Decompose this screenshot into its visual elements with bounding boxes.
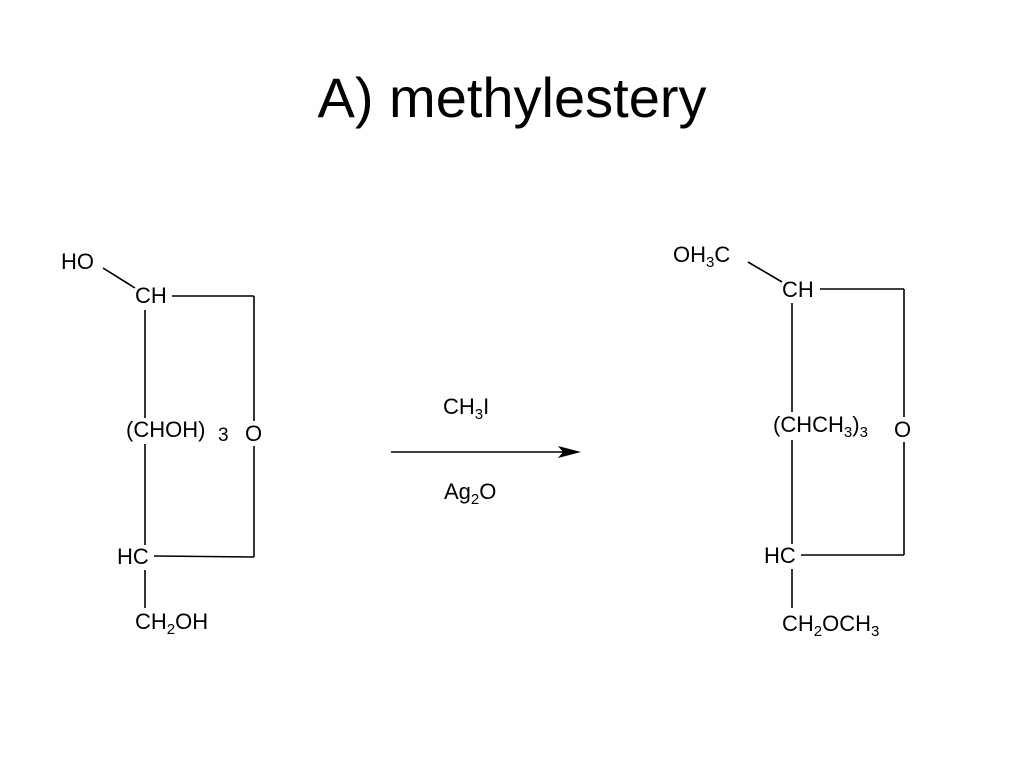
product-och3-label: OH3C [673,242,731,271]
product-ch2och3-label: CH2OCH3 [782,611,880,640]
reactant-hc-bottom-label: HC [117,544,149,569]
reactant-multiplier-label: 3 [218,425,229,446]
reagent-ch3i-label: CH3I [443,394,490,423]
reaction-arrow-head [558,446,581,458]
product-middle-group-label: (CHCH3)3 [773,412,868,441]
reactant-ho-label: HO [61,249,94,274]
product-hc-bottom-label: HC [764,543,796,568]
reactant-ring-oxygen-label: O [245,421,263,446]
reactant-ch-top-label: CH [135,283,167,308]
slide-title: A) methylestery [317,66,707,129]
product-ch-top-label: CH [782,277,814,302]
reactant-bond-ring-bottom [153,555,255,558]
reagent-ag2o-label: Ag2O [444,479,497,508]
reactant-chonh-label: (CHOH) [126,417,206,442]
product-bond-och3-ch [747,261,783,283]
reactant-bond-ho-ch [102,267,136,289]
product-ring-oxygen-label: O [894,417,912,442]
reactant-ch2oh-label: CH2OH [135,609,209,638]
